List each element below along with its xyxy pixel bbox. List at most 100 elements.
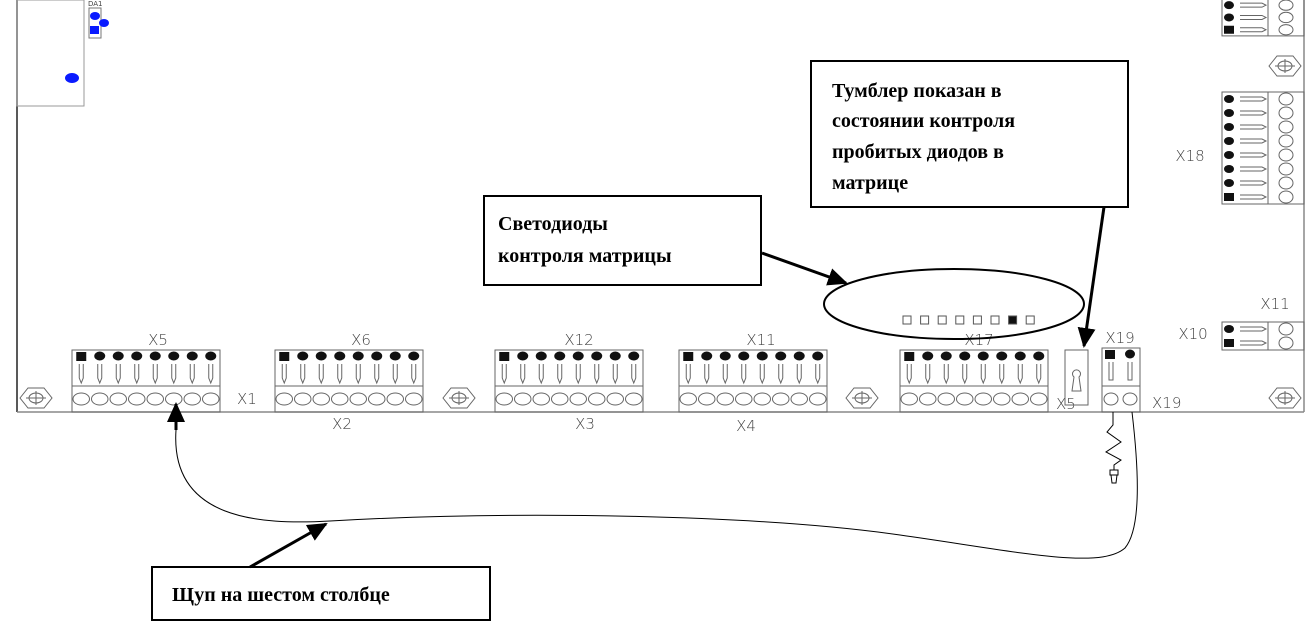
terminal-hole[interactable] — [1278, 162, 1294, 176]
connector-label-x11: X11 — [1260, 295, 1289, 313]
terminal-hole[interactable] — [349, 392, 367, 406]
terminal-hole[interactable] — [514, 392, 532, 406]
pin-arrow-icon — [1240, 27, 1268, 33]
terminal-hole[interactable] — [698, 392, 716, 406]
terminal-hole[interactable] — [1011, 392, 1029, 406]
terminal-hole[interactable] — [679, 392, 697, 406]
terminal-hole[interactable] — [495, 392, 513, 406]
terminal-hole[interactable] — [1278, 24, 1294, 36]
terminal-hole[interactable] — [109, 392, 127, 406]
terminal-hole[interactable] — [1122, 392, 1138, 406]
terminal-hole[interactable] — [165, 392, 183, 406]
toggle-switch[interactable] — [1064, 349, 1089, 406]
terminal-hole[interactable] — [128, 392, 146, 406]
pin-dot-icon — [554, 351, 566, 361]
terminal-hole[interactable] — [1278, 134, 1294, 148]
terminal-hole[interactable] — [405, 392, 423, 406]
pin-dot-icon — [334, 351, 346, 361]
terminal-hole[interactable] — [956, 392, 974, 406]
connector-label-bottom: X5 — [1056, 395, 1076, 413]
terminal-hole[interactable] — [202, 392, 220, 406]
terminal-hole[interactable] — [772, 392, 790, 406]
connector-body — [678, 349, 828, 413]
terminal-hole[interactable] — [735, 392, 753, 406]
terminal-hole[interactable] — [1278, 336, 1294, 350]
terminal-hole[interactable] — [937, 392, 955, 406]
pin-arrow-icon — [300, 364, 306, 385]
terminal-hole[interactable] — [993, 392, 1011, 406]
callout-text: пробитых диодов в — [832, 141, 1004, 163]
callout-text: Светодиоды — [498, 213, 608, 235]
pin-arrow-icon — [1240, 110, 1268, 116]
led-off — [937, 315, 947, 325]
pin-arrow-icon — [1017, 364, 1023, 385]
pin-dot-icon — [131, 351, 143, 361]
pin-arrow-icon — [1240, 2, 1268, 8]
terminal-hole[interactable] — [146, 392, 164, 406]
mounting-hole-icon — [1268, 55, 1302, 77]
terminal-hole[interactable] — [1278, 148, 1294, 162]
terminal-hole[interactable] — [386, 392, 404, 406]
connector-x10 — [1221, 321, 1305, 351]
terminal-hole[interactable] — [569, 392, 587, 406]
pin-dot-icon — [959, 351, 971, 361]
terminal-hole[interactable] — [809, 392, 827, 406]
terminal-hole[interactable] — [91, 392, 109, 406]
terminal-hole[interactable] — [1278, 0, 1294, 11]
terminal-hole[interactable] — [900, 392, 918, 406]
terminal-hole[interactable] — [1278, 106, 1294, 120]
terminal-hole[interactable] — [1278, 92, 1294, 106]
terminal-hole[interactable] — [331, 392, 349, 406]
terminal-hole[interactable] — [1103, 392, 1119, 406]
mounting-hole-icon — [19, 387, 53, 409]
pin-dot-icon — [793, 351, 805, 361]
pin-dot-icon — [408, 351, 420, 361]
terminal-hole[interactable] — [1030, 392, 1048, 406]
terminal-hole[interactable] — [1278, 11, 1294, 24]
pin-arrow-icon — [520, 364, 526, 385]
terminal-hole[interactable] — [551, 392, 569, 406]
pin-dot-icon — [1224, 137, 1234, 145]
terminal-hole[interactable] — [588, 392, 606, 406]
terminal-hole[interactable] — [1278, 190, 1294, 204]
pin-dot-icon — [205, 351, 217, 361]
pin-dot-icon — [1224, 151, 1234, 159]
callout-text: состоянии контроля — [832, 110, 1015, 132]
terminal-hole[interactable] — [1278, 120, 1294, 134]
terminal-hole[interactable] — [1278, 322, 1294, 336]
terminal-hole[interactable] — [368, 392, 386, 406]
terminal-hole[interactable] — [275, 392, 293, 406]
led-off — [1025, 315, 1035, 325]
terminal-hole[interactable] — [1278, 176, 1294, 190]
terminal-hole[interactable] — [312, 392, 330, 406]
pin-arrow-icon — [318, 364, 324, 385]
callout-text: Щуп на шестом столбце — [172, 584, 390, 606]
pin-dot-icon — [186, 351, 198, 361]
pin-arrow-icon — [355, 364, 361, 385]
terminal-hole[interactable] — [753, 392, 771, 406]
connector-label-top: X5 — [148, 331, 168, 349]
connector-body — [1221, 0, 1305, 37]
pin-arrow-icon — [980, 364, 986, 385]
terminal-hole[interactable] — [606, 392, 624, 406]
terminal-hole[interactable] — [790, 392, 808, 406]
terminal-hole[interactable] — [974, 392, 992, 406]
pin-arrow-icon — [1240, 194, 1268, 200]
pin-dot-icon — [352, 351, 364, 361]
terminal-hole[interactable] — [716, 392, 734, 406]
terminal-hole[interactable] — [183, 392, 201, 406]
pin-arrow-icon — [778, 364, 784, 385]
terminal-hole[interactable] — [294, 392, 312, 406]
led-lit — [1008, 315, 1018, 325]
toggle-body[interactable] — [1064, 349, 1089, 406]
pin-arrow-icon — [1240, 124, 1268, 130]
hex-outline — [845, 387, 879, 409]
terminal-hole[interactable] — [72, 392, 90, 406]
pin-arrow-icon — [1036, 364, 1042, 385]
pin-dot-icon — [389, 351, 401, 361]
pin-dot-icon — [535, 351, 547, 361]
terminal-hole[interactable] — [625, 392, 643, 406]
terminal-hole[interactable] — [919, 392, 937, 406]
terminal-hole[interactable] — [532, 392, 550, 406]
